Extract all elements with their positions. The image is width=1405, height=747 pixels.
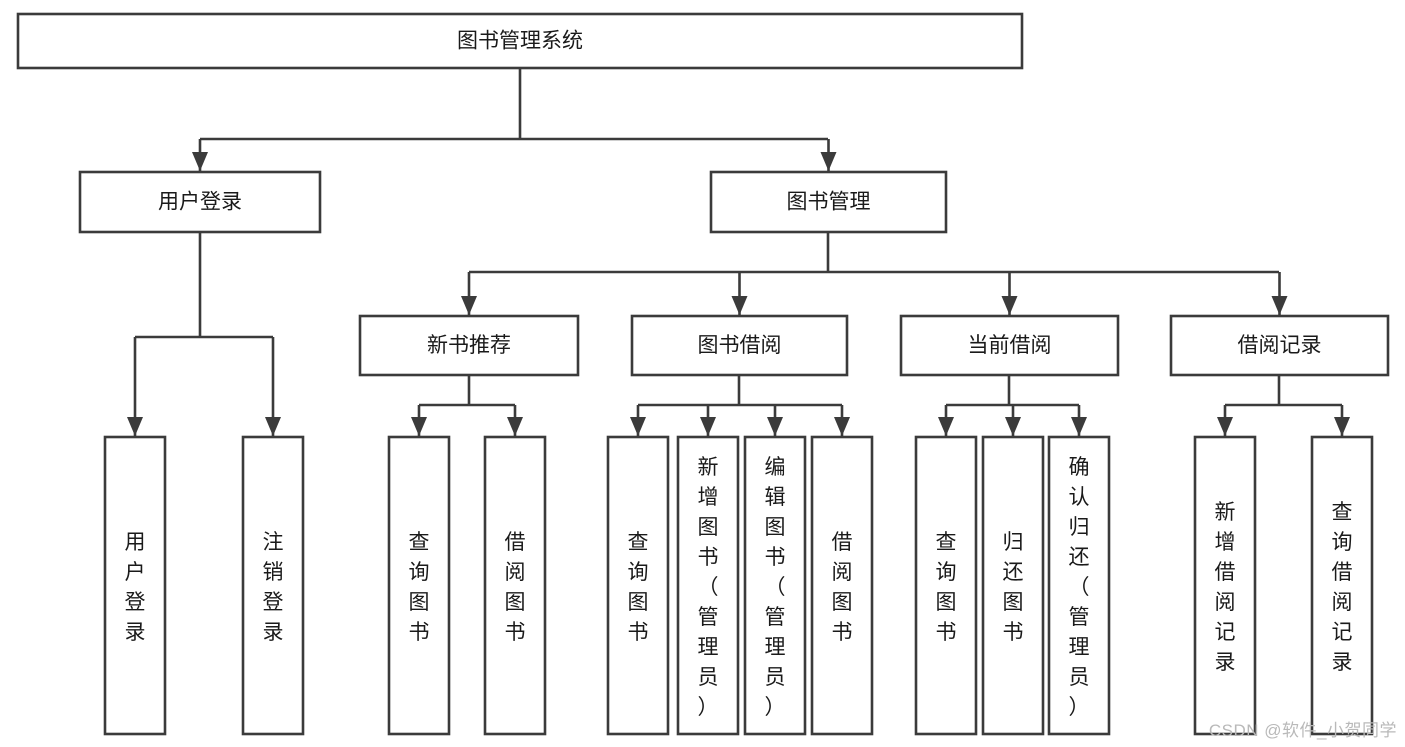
node-label-book-manage: 图书管理: [787, 191, 871, 214]
node-label-book-borrow: 图书借阅: [698, 334, 782, 357]
node-label-current-borrow: 当前借阅: [968, 334, 1052, 357]
node-box-leaf-user-login: [103, 435, 167, 736]
node-leaf-add-book[interactable]: 新增图书（管理员）: [676, 435, 740, 736]
node-leaf-add-borrow-record[interactable]: 新增借阅记录: [1193, 435, 1257, 736]
node-box-root: [16, 12, 1024, 70]
node-label-leaf-add-borrow-record: 新增借阅记录: [1215, 501, 1236, 674]
node-leaf-borrow-book-recommend[interactable]: 借阅图书: [483, 435, 547, 736]
node-leaf-query-borrow-record[interactable]: 查询借阅记录: [1310, 435, 1374, 736]
node-leaf-return-book[interactable]: 归还图书: [981, 435, 1045, 736]
node-label-leaf-query-book-borrow: 查询图书: [628, 531, 649, 644]
node-box-user-login: [78, 170, 322, 234]
nodes-layer: 图书管理系统用户登录图书管理新书推荐图书借阅当前借阅借阅记录用户登录注销登录查询…: [16, 12, 1390, 736]
node-label-leaf-logout: 注销登录: [263, 531, 284, 644]
node-leaf-logout[interactable]: 注销登录: [241, 435, 305, 736]
node-label-leaf-edit-book: 编辑图书（管理员）: [765, 456, 786, 719]
connector-arrowhead: [731, 296, 748, 315]
node-new-book-recommend[interactable]: 新书推荐: [358, 314, 580, 377]
node-leaf-user-login[interactable]: 用户登录: [103, 435, 167, 736]
node-label-leaf-add-book: 新增图书（管理员）: [698, 456, 719, 719]
node-label-leaf-query-book-recommend: 查询图书: [409, 531, 430, 644]
connector-arrowhead: [767, 417, 783, 436]
connector-arrowhead: [1001, 296, 1018, 315]
node-current-borrow[interactable]: 当前借阅: [899, 314, 1120, 377]
connector-arrowhead: [1271, 296, 1288, 315]
node-box-new-book-recommend: [358, 314, 580, 377]
connector-arrowhead: [1071, 417, 1087, 436]
node-root[interactable]: 图书管理系统: [16, 12, 1024, 70]
node-user-login[interactable]: 用户登录: [78, 170, 322, 234]
node-box-book-borrow: [630, 314, 849, 377]
node-box-leaf-query-book-recommend: [387, 435, 451, 736]
node-borrow-record[interactable]: 借阅记录: [1169, 314, 1390, 377]
node-box-current-borrow: [899, 314, 1120, 377]
connector-arrowhead: [1334, 417, 1350, 436]
node-box-leaf-logout: [241, 435, 305, 736]
node-label-root: 图书管理系统: [457, 30, 583, 53]
connector-arrowhead: [127, 417, 143, 436]
node-label-leaf-return-book: 归还图书: [1003, 531, 1024, 644]
node-label-leaf-user-login: 用户登录: [125, 531, 146, 644]
node-box-leaf-confirm-return: [1047, 435, 1111, 736]
node-box-leaf-query-borrow-record: [1310, 435, 1374, 736]
node-leaf-query-book-current[interactable]: 查询图书: [914, 435, 978, 736]
connector-arrowhead: [411, 417, 427, 436]
node-box-leaf-add-borrow-record: [1193, 435, 1257, 736]
connector-arrowhead: [938, 417, 954, 436]
node-leaf-borrow-book[interactable]: 借阅图书: [810, 435, 874, 736]
node-box-leaf-query-book-current: [914, 435, 978, 736]
node-label-leaf-query-book-current: 查询图书: [936, 531, 957, 644]
connector-arrowhead: [630, 417, 646, 436]
node-book-borrow[interactable]: 图书借阅: [630, 314, 849, 377]
node-box-leaf-edit-book: [743, 435, 807, 736]
connector-arrowhead: [461, 296, 477, 315]
node-leaf-query-book-recommend[interactable]: 查询图书: [387, 435, 451, 736]
connectors-layer: [127, 68, 1350, 436]
connector-arrowhead: [820, 152, 837, 171]
connector-arrowhead: [507, 417, 523, 436]
connector-arrowhead: [1005, 417, 1021, 436]
node-leaf-query-book-borrow[interactable]: 查询图书: [606, 435, 670, 736]
node-leaf-confirm-return[interactable]: 确认归还（管理员）: [1047, 435, 1111, 736]
connector-arrowhead: [265, 417, 281, 436]
node-label-leaf-borrow-book-recommend: 借阅图书: [505, 531, 526, 644]
connector-arrowhead: [700, 417, 716, 436]
node-label-user-login: 用户登录: [158, 191, 242, 214]
connector-arrowhead: [192, 152, 208, 171]
connector-arrowhead: [834, 417, 850, 436]
node-label-new-book-recommend: 新书推荐: [427, 334, 511, 357]
node-label-leaf-query-borrow-record: 查询借阅记录: [1332, 501, 1353, 674]
node-box-book-manage: [709, 170, 948, 234]
node-box-borrow-record: [1169, 314, 1390, 377]
csdn-watermark: CSDN @软件_小贺同学: [1208, 721, 1397, 740]
node-box-leaf-return-book: [981, 435, 1045, 736]
node-box-leaf-query-book-borrow: [606, 435, 670, 736]
node-label-borrow-record: 借阅记录: [1238, 334, 1322, 357]
node-label-leaf-confirm-return: 确认归还（管理员）: [1069, 456, 1090, 719]
node-box-leaf-add-book: [676, 435, 740, 736]
connector-arrowhead: [1217, 417, 1233, 436]
node-box-leaf-borrow-book-recommend: [483, 435, 547, 736]
node-book-manage[interactable]: 图书管理: [709, 170, 948, 234]
node-label-leaf-borrow-book: 借阅图书: [832, 531, 853, 644]
node-box-leaf-borrow-book: [810, 435, 874, 736]
node-leaf-edit-book[interactable]: 编辑图书（管理员）: [743, 435, 807, 736]
